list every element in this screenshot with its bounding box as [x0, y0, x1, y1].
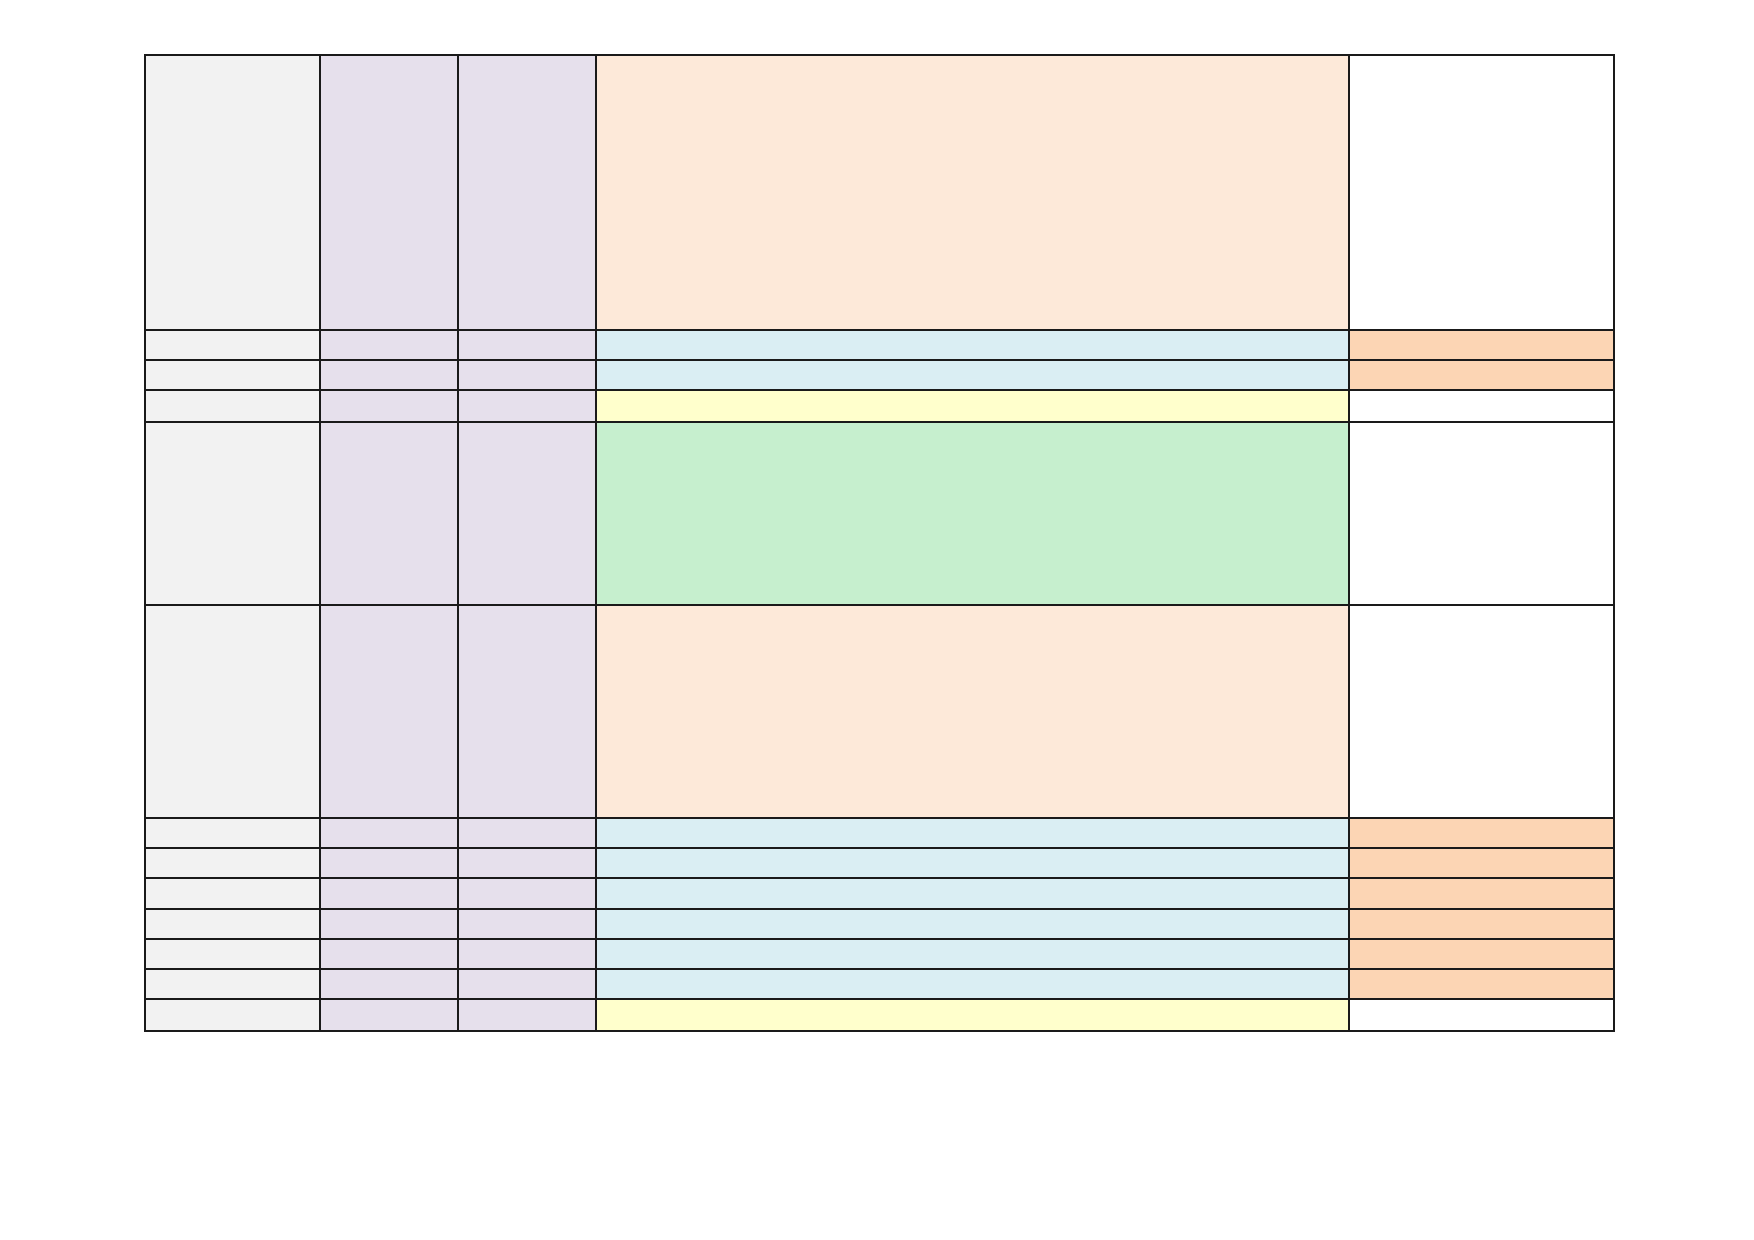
grid-cell[interactable]: [595, 421, 1350, 606]
grid-cell[interactable]: [144, 967, 321, 1000]
grid-cell[interactable]: [1348, 388, 1615, 424]
grid-body: [144, 54, 1615, 1033]
table-row: [144, 937, 1615, 970]
table-row: [144, 421, 1615, 606]
grid-cell[interactable]: [595, 603, 1350, 820]
grid-cell[interactable]: [319, 603, 459, 820]
grid-cell[interactable]: [457, 358, 597, 392]
grid-cell[interactable]: [457, 967, 597, 1000]
grid-cell[interactable]: [595, 328, 1350, 361]
grid-cell[interactable]: [457, 603, 597, 820]
grid-cell[interactable]: [319, 54, 459, 331]
table-row: [144, 997, 1615, 1033]
grid-cell[interactable]: [457, 817, 597, 850]
grid-cell[interactable]: [319, 817, 459, 850]
grid-cell[interactable]: [1348, 937, 1615, 970]
grid-cell[interactable]: [595, 877, 1350, 910]
grid-cell[interactable]: [1348, 817, 1615, 850]
grid-cell[interactable]: [595, 967, 1350, 1000]
grid-cell[interactable]: [1348, 907, 1615, 940]
grid-cell[interactable]: [1348, 328, 1615, 361]
grid-cell[interactable]: [319, 388, 459, 424]
grid-cell[interactable]: [457, 54, 597, 331]
grid-cell[interactable]: [144, 817, 321, 850]
grid-cell[interactable]: [319, 328, 459, 361]
grid-cell[interactable]: [1348, 997, 1615, 1033]
grid-cell[interactable]: [595, 817, 1350, 850]
grid-cell[interactable]: [144, 54, 321, 331]
grid-cell[interactable]: [319, 937, 459, 970]
table-row: [144, 388, 1615, 424]
grid-cell[interactable]: [457, 907, 597, 940]
grid-cell[interactable]: [319, 421, 459, 606]
grid-cell[interactable]: [1348, 358, 1615, 392]
grid-cell[interactable]: [457, 388, 597, 424]
grid-cell[interactable]: [595, 937, 1350, 970]
grid-cell[interactable]: [1348, 603, 1615, 820]
grid-cell[interactable]: [319, 847, 459, 880]
table-row: [144, 877, 1615, 910]
grid-cell[interactable]: [144, 997, 321, 1033]
sheet-grid: [144, 54, 1615, 1033]
grid-cell[interactable]: [595, 54, 1350, 331]
grid-cell[interactable]: [1348, 421, 1615, 606]
grid-cell[interactable]: [595, 388, 1350, 424]
grid-cell[interactable]: [457, 877, 597, 910]
grid-cell[interactable]: [595, 358, 1350, 392]
grid-cell[interactable]: [144, 328, 321, 361]
grid-cell[interactable]: [319, 907, 459, 940]
grid-cell[interactable]: [319, 358, 459, 392]
grid-cell[interactable]: [1348, 967, 1615, 1000]
table-row: [144, 603, 1615, 820]
grid-cell[interactable]: [144, 421, 321, 606]
grid-cell[interactable]: [595, 997, 1350, 1033]
table-row: [144, 847, 1615, 880]
grid-cell[interactable]: [457, 937, 597, 970]
grid-cell[interactable]: [144, 937, 321, 970]
grid-cell[interactable]: [144, 388, 321, 424]
grid-cell[interactable]: [457, 421, 597, 606]
table-row: [144, 817, 1615, 850]
grid-cell[interactable]: [144, 603, 321, 820]
table-row: [144, 358, 1615, 392]
grid-cell[interactable]: [1348, 877, 1615, 910]
grid-cell[interactable]: [319, 997, 459, 1033]
grid-cell[interactable]: [457, 997, 597, 1033]
table-row: [144, 328, 1615, 361]
grid-cell[interactable]: [319, 967, 459, 1000]
grid-cell[interactable]: [595, 847, 1350, 880]
grid-cell[interactable]: [144, 847, 321, 880]
grid-cell[interactable]: [595, 907, 1350, 940]
grid-cell[interactable]: [1348, 847, 1615, 880]
grid-cell[interactable]: [319, 877, 459, 910]
table-row: [144, 967, 1615, 1000]
grid-cell[interactable]: [144, 907, 321, 940]
grid-cell[interactable]: [457, 847, 597, 880]
grid-cell[interactable]: [144, 358, 321, 392]
grid-cell[interactable]: [144, 877, 321, 910]
table-row: [144, 907, 1615, 940]
table-row: [144, 54, 1615, 331]
grid-cell[interactable]: [457, 328, 597, 361]
grid-cell[interactable]: [1348, 54, 1615, 331]
